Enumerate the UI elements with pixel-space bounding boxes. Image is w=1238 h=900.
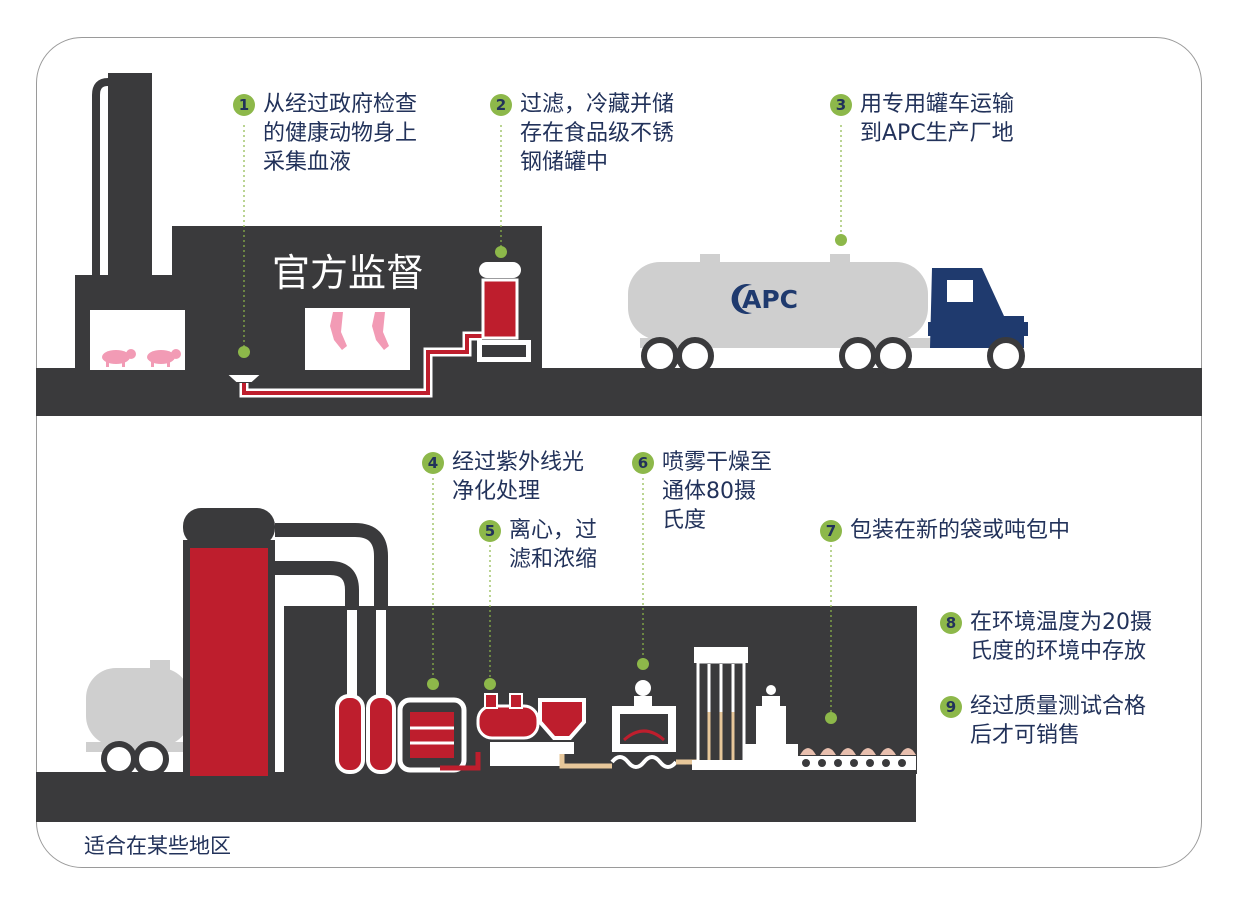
step-badge: 2	[490, 94, 512, 116]
tanker-truck	[628, 254, 1028, 375]
ground-bottom	[36, 772, 916, 822]
operator-icon	[635, 680, 651, 696]
cooling-tower-cap	[694, 647, 748, 663]
step-badge: 8	[940, 612, 962, 634]
dryer-coil	[610, 755, 678, 769]
step-text: 喷雾干燥至 通体80摄 氏度	[662, 450, 773, 533]
carcass-icon	[330, 312, 347, 350]
step-badge: 9	[940, 696, 962, 718]
step-text: 包装在新的袋或吨包中	[850, 518, 1071, 543]
footer-note: 适合在某些地区	[84, 834, 231, 858]
leader-dot	[825, 712, 837, 724]
step-badge: 3	[830, 94, 852, 116]
step-5-label: 5 离心，过 滤和浓缩	[479, 516, 597, 574]
leader-dot	[238, 346, 250, 358]
centrifuge-frame	[397, 697, 467, 773]
silo-pipe	[275, 561, 359, 610]
step-badge: 7	[820, 520, 842, 542]
silo-cap	[183, 508, 275, 546]
leader-dot	[835, 234, 847, 246]
step-text: 用专用罐车运输 到APC生产厂地	[860, 92, 1015, 146]
incoming-tanker	[86, 660, 206, 777]
pig-icon	[102, 349, 136, 367]
leader-dot	[484, 678, 496, 690]
collection-funnel	[223, 373, 265, 384]
step-9-label: 9 经过质量测试合格 后才可销售	[940, 692, 1146, 750]
pig-icon	[147, 349, 181, 367]
filter-unit	[476, 704, 540, 740]
diagram-frame	[36, 37, 1202, 868]
concentrator-hopper	[538, 698, 586, 740]
carcass-icon	[372, 312, 389, 350]
silo-fill	[190, 548, 268, 776]
step-8-label: 8 在环境温度为20摄 氏度的环境中存放	[940, 608, 1152, 666]
apc-logo-mark	[731, 284, 752, 315]
uv-column	[335, 694, 365, 774]
chimney	[108, 73, 152, 293]
step-7-label: 7 包装在新的袋或吨包中	[820, 516, 1070, 545]
step-text: 在环境温度为20摄 氏度的环境中存放	[970, 610, 1152, 664]
leader-dot	[495, 246, 507, 258]
step-1-label: 1 从经过政府检查 的健康动物身上 采集血液	[233, 90, 417, 177]
step-6-label: 6 喷雾干燥至 通体80摄 氏度	[632, 448, 772, 535]
step-badge: 4	[422, 452, 444, 474]
step-badge: 5	[479, 520, 501, 542]
step-text: 经过质量测试合格 后才可销售	[970, 694, 1147, 748]
step-text: 经过紫外线光 净化处理	[452, 450, 585, 504]
chimney-pipe	[92, 78, 109, 285]
step-badge: 1	[233, 94, 255, 116]
step-text: 离心，过 滤和浓缩	[509, 518, 598, 572]
step-text: 从经过政府检查 的健康动物身上 采集血液	[263, 92, 418, 175]
step-2-label: 2 过滤，冷藏并储 存在食品级不锈 钢储罐中	[490, 90, 674, 177]
apc-logo: APC	[742, 285, 798, 314]
ground-top	[36, 368, 1202, 416]
carcass-window	[305, 308, 410, 370]
product-bags	[800, 748, 916, 755]
storage-tank	[481, 278, 519, 340]
uv-column	[366, 694, 396, 774]
leader-dot	[427, 678, 439, 690]
packaging-machine	[756, 706, 786, 746]
storage-tank-cap	[479, 262, 521, 278]
facility-label: 官方监督	[272, 251, 424, 295]
silo-pipe	[275, 523, 388, 610]
conveyor-rollers	[802, 759, 906, 767]
step-text: 过滤，冷藏并储 存在食品级不锈 钢储罐中	[520, 92, 675, 175]
step-badge: 6	[632, 452, 654, 474]
leader-dot	[637, 658, 649, 670]
step-3-label: 3 用专用罐车运输 到APC生产厂地	[830, 90, 1014, 148]
step-4-label: 4 经过紫外线光 净化处理	[422, 448, 584, 506]
blood-pipe	[242, 334, 482, 395]
